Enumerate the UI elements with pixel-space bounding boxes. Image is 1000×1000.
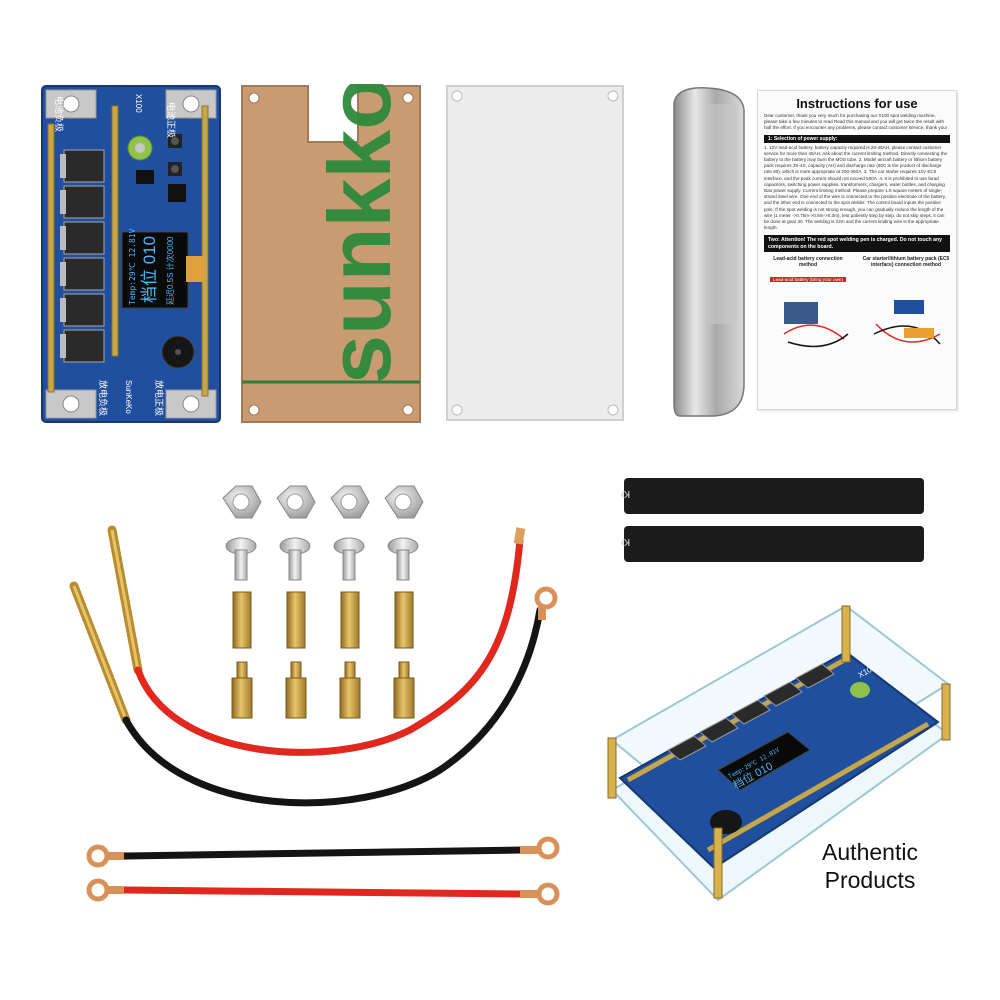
caption-line-2: Products xyxy=(824,867,916,893)
heat-shrink-tubes: KH K-102 E321827 c℞us 125°C VW-1 (Φ8.0) … xyxy=(620,478,924,562)
pcb-label-output-negative: 放电负极 xyxy=(98,380,109,416)
manual-body: 1. 12V lead-acid battery, battery capaci… xyxy=(764,144,948,231)
manual-warning: Two: Attention! The red spot welding pen… xyxy=(764,235,950,253)
manual-title: Instructions for use xyxy=(796,96,918,111)
insulation-sheet xyxy=(446,85,624,421)
welding-pen-cables xyxy=(69,525,558,807)
standoff-male-row xyxy=(231,661,415,719)
manual-method-left: Lead-acid battery connection method xyxy=(773,256,843,269)
oled-line-2: 档位 010 xyxy=(140,236,159,303)
pcb-label-output-positive: 放电正极 xyxy=(154,380,165,416)
hex-nut-row xyxy=(222,485,424,519)
authentic-products-caption: Authentic Products xyxy=(800,838,940,894)
pcb-label-model: X100 xyxy=(134,94,143,113)
nickel-strip xyxy=(673,87,745,417)
heat-shrink-print-2: KH K-102 E321827 c℞us 125°C VW-1 (Φ8.0) xyxy=(620,536,630,547)
instruction-manual: Instructions for use Dear customer, than… xyxy=(757,90,957,410)
manual-wiring-diagram xyxy=(783,300,941,348)
hardware-set xyxy=(222,485,424,719)
manual-method-left-note: Lead-acid battery (bring your own) xyxy=(770,277,846,283)
heat-shrink-print-1: KH K-102 E321827 c℞us 125°C VW-1 (Φ8.0) xyxy=(620,488,630,499)
assembled-welder-unit: Temp:29℃ 12.81V 档位 010 X100 xyxy=(607,604,951,902)
screw-row xyxy=(225,537,419,581)
manual-intro: Dear customer, thank you very much for p… xyxy=(764,113,947,131)
ring-terminal-cables xyxy=(86,836,560,906)
oled-line-1: Temp:29℃ 12.81V xyxy=(128,228,137,305)
acrylic-film-print: sunkko xyxy=(310,84,409,384)
pcb-label-battery-negative: 电池负极 xyxy=(54,96,65,132)
standoff-female-row xyxy=(232,591,414,649)
pcb-label-battery-positive: 电池正极 xyxy=(166,102,177,138)
spot-welder-pcb: 电池正极 电池负极 X100 放电负极 放电正极 SunKeKo Temp:29… xyxy=(41,85,221,423)
acrylic-cover-plate: sunkko xyxy=(241,84,421,423)
manual-method-right: Car starter/lithium battery pack (EC5 in… xyxy=(862,256,950,269)
manual-section-1: 1: Selection of power supply: xyxy=(764,134,950,143)
caption-line-1: Authentic xyxy=(822,839,918,865)
oled-line-3: 延迟0.5S 计次0000 xyxy=(165,236,175,305)
pcb-label-brand: SunKeKo xyxy=(124,380,133,414)
